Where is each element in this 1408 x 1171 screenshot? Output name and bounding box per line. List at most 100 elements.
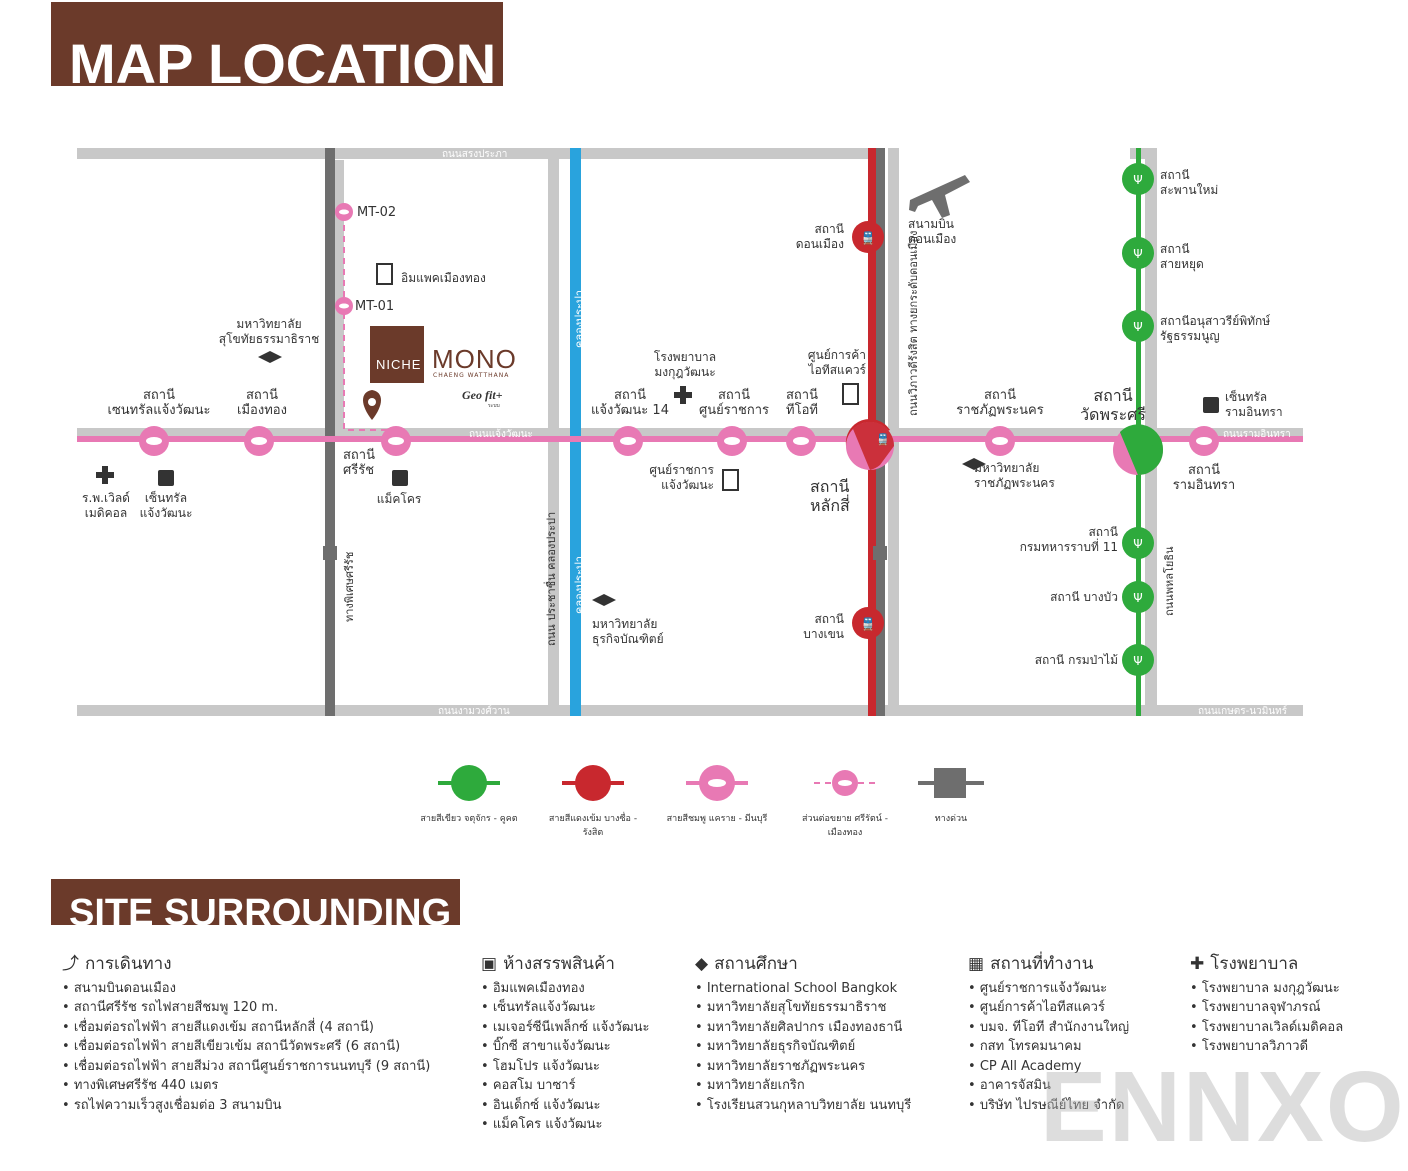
red-station-markers: [852, 221, 884, 639]
road-left-vertical: [548, 148, 559, 716]
station-marker-monument: [1122, 310, 1154, 342]
svg-text:🚆: 🚆: [876, 433, 890, 446]
transport-icon: ⤴: [62, 954, 79, 974]
shopping-bag-icon: ▣: [481, 954, 498, 974]
hospital-title: โรงพยาบาล: [1210, 954, 1299, 974]
office-building-icon: ▦: [968, 954, 985, 974]
station-label-wat-phra-si: สถานี วัดพระศรี: [1080, 386, 1146, 424]
place-label-makro: แม็คโคร: [376, 492, 422, 506]
geofit-tag: Geo fit+: [462, 388, 503, 402]
expressway-sign-2: [873, 546, 887, 560]
list-item: มหาวิทยาลัยราชภัฏพระนคร: [695, 1057, 955, 1077]
station-label-bang-bua: สถานี บางบัว: [1050, 590, 1118, 604]
road-middle: [77, 428, 1303, 439]
legend-pink-extension: ส่วนต่อขยาย ศรีรัตน์ - เมืองทอง: [801, 814, 889, 838]
station-marker-don-mueang: [852, 221, 884, 253]
mono-brand: MONO: [432, 344, 517, 374]
canal-line: [570, 148, 581, 716]
list-item: บิ๊กซี สาขาแจ้งวัฒนะ: [481, 1037, 686, 1057]
list-item: เมเจอร์ซีนีเพล็กซ์ แจ้งวัฒนะ: [481, 1018, 686, 1038]
station-label-sai-yut: สถานี สายหยุด: [1160, 242, 1204, 271]
svg-text:🚆: 🚆: [861, 617, 876, 631]
road-label-expressway: ทางพิเศษศรีรัช: [343, 551, 356, 622]
road-label-middle: ถนนแจ้งวัฒนะ: [469, 429, 533, 440]
legend-icons: [438, 765, 984, 801]
shopping-title: ห้างสรรพสินค้า: [503, 954, 615, 974]
niche-brand: NICHE: [376, 357, 422, 372]
station-label-infantry: สถานี กรมทหารราบที่ 11: [1019, 525, 1118, 554]
surrounding-education: ◆สถานศึกษา International School Bangkok …: [695, 954, 955, 1116]
station-label-chaeng14: สถานี แจ้งวัฒนะ 14: [591, 388, 669, 418]
list-item: อินเด็กซ์ แจ้งวัฒนะ: [481, 1096, 686, 1116]
station-marker-sai-yut: [1122, 237, 1154, 269]
list-item: อาคารจัสมิน: [968, 1076, 1178, 1096]
legend-pink: สายสีชมพู แคราย - มีนบุรี: [666, 814, 768, 824]
list-item: คอสโม บาซาร์: [481, 1076, 686, 1096]
expressway-line: [325, 148, 335, 716]
list-item: โรงพยาบาลจุฬาภรณ์: [1190, 998, 1400, 1018]
education-title: สถานศึกษา: [714, 954, 798, 974]
hospital-cross-icon: ✚: [1190, 954, 1205, 974]
list-item: โรงพยาบาลเวิลด์เมดิคอล: [1190, 1018, 1400, 1038]
station-label-ram-intra: สถานี รามอินทรา: [1172, 463, 1236, 493]
legend-expressway: ทางด่วน: [934, 814, 968, 824]
place-label-impact: อิมแพคเมืองทอง: [401, 271, 486, 285]
road-label-top: ถนนสรงประภา: [442, 149, 508, 160]
mono-subtitle: CHAENG WATTHANA: [433, 372, 510, 379]
svg-text:Ψ: Ψ: [1133, 173, 1142, 187]
map-building-icons: [376, 263, 859, 491]
station-marker-bang-khen: [852, 607, 884, 639]
svg-text:Ψ: Ψ: [1133, 654, 1142, 668]
map-location-title: MAP LOCATION: [69, 32, 497, 86]
station-label-forestry: สถานี กรมป่าไม้: [1034, 653, 1118, 667]
list-item: ศูนย์ราชการแจ้งวัฒนะ: [968, 979, 1178, 999]
map-location-banner: MAP LOCATION: [51, 2, 503, 86]
lak-si-interchange: 🚆: [845, 418, 895, 470]
site-surrounding-title: SITE SURROUNDING: [69, 892, 452, 925]
station-marker-saphan-mai: [1122, 163, 1154, 195]
green-station-markers: [1122, 163, 1154, 676]
list-item: โรงเรียนสวนกุหลาบวิทยาลัย นนทบุรี: [695, 1096, 955, 1116]
place-label-mongkut: โรงพยาบาล มงกุฎวัฒนะ: [653, 350, 717, 379]
road-label-canal-bottom: คลองประปา: [573, 555, 586, 614]
list-item: มหาวิทยาลัยศิลปากร เมืองทองธานี: [695, 1018, 955, 1038]
list-item: โรงพยาบาลวิภาวดี: [1190, 1037, 1400, 1057]
legend-green: สายสีเขียว จตุจักร - คูคต: [420, 814, 518, 824]
list-item: โฮมโปร แจ้งวัฒนะ: [481, 1057, 686, 1077]
station-label-sri-rat: สถานี ศรีรัช: [343, 448, 375, 478]
list-item: อิมแพคเมืองทอง: [481, 979, 686, 999]
geofit-subtag: ระบบ: [488, 403, 500, 409]
svg-text:Ψ: Ψ: [1133, 591, 1142, 605]
road-vibhavadi: [888, 148, 899, 716]
station-label-mt01: MT-01: [355, 299, 395, 314]
place-label-central-ramintra: เซ็นทรัล รามอินทรา: [1225, 390, 1283, 419]
niche-logo-box: [370, 326, 424, 383]
transport-title: การเดินทาง: [85, 954, 172, 974]
station-marker-infantry: [1122, 527, 1154, 559]
list-item: สถานีศรีรัช รถไฟสายสีชมพู 120 m.: [62, 998, 472, 1018]
station-label-rajabhat: สถานี ราชภัฏพระนคร: [956, 388, 1044, 418]
place-label-it-square: ศูนย์การค้า ไอทีสแควร์: [807, 348, 866, 377]
station-label-muang-thong: สถานี เมืองทอง: [237, 388, 287, 418]
station-label-bang-khen: สถานี บางเขน: [803, 612, 844, 641]
road-label-prachachuen: ถนน ประชาชื่น คลองประปา: [545, 511, 558, 646]
list-item: CP All Academy: [968, 1057, 1178, 1077]
list-item: ศูนย์การค้าไอทีสแควร์: [968, 998, 1178, 1018]
place-label-pnru: มหาวิทยาลัย ราชภัฏพระนคร: [974, 461, 1055, 490]
place-label-central-chaeng-mall: เซ็นทรัล แจ้งวัฒนะ: [139, 491, 193, 520]
list-item: International School Bangkok: [695, 979, 955, 999]
road-label-ramintra: ถนนรามอินทรา: [1223, 429, 1291, 440]
map-poi-icons: [96, 351, 1219, 606]
watermark: ENNXO: [1040, 1051, 1406, 1163]
wat-phra-si-interchange: [1113, 424, 1164, 475]
list-item: กสท โทรคมนาคม: [968, 1037, 1178, 1057]
surrounding-shopping: ▣ห้างสรรพสินค้า อิมแพคเมืองทอง เซ็นทรัลแ…: [481, 954, 686, 1135]
svg-text:🚆: 🚆: [861, 231, 876, 245]
list-item: สนามบินดอนเมือง: [62, 979, 472, 999]
place-label-airport: สนามบิน ดอนเมือง: [908, 217, 957, 246]
list-item: เซ็นทรัลแจ้งวัฒนะ: [481, 998, 686, 1018]
airplane-icon: [909, 175, 970, 218]
svg-text:Ψ: Ψ: [1133, 537, 1142, 551]
list-item: โรงพยาบาล มงกุฎวัฒนะ: [1190, 979, 1400, 999]
station-label-mt02: MT-02: [357, 205, 397, 220]
